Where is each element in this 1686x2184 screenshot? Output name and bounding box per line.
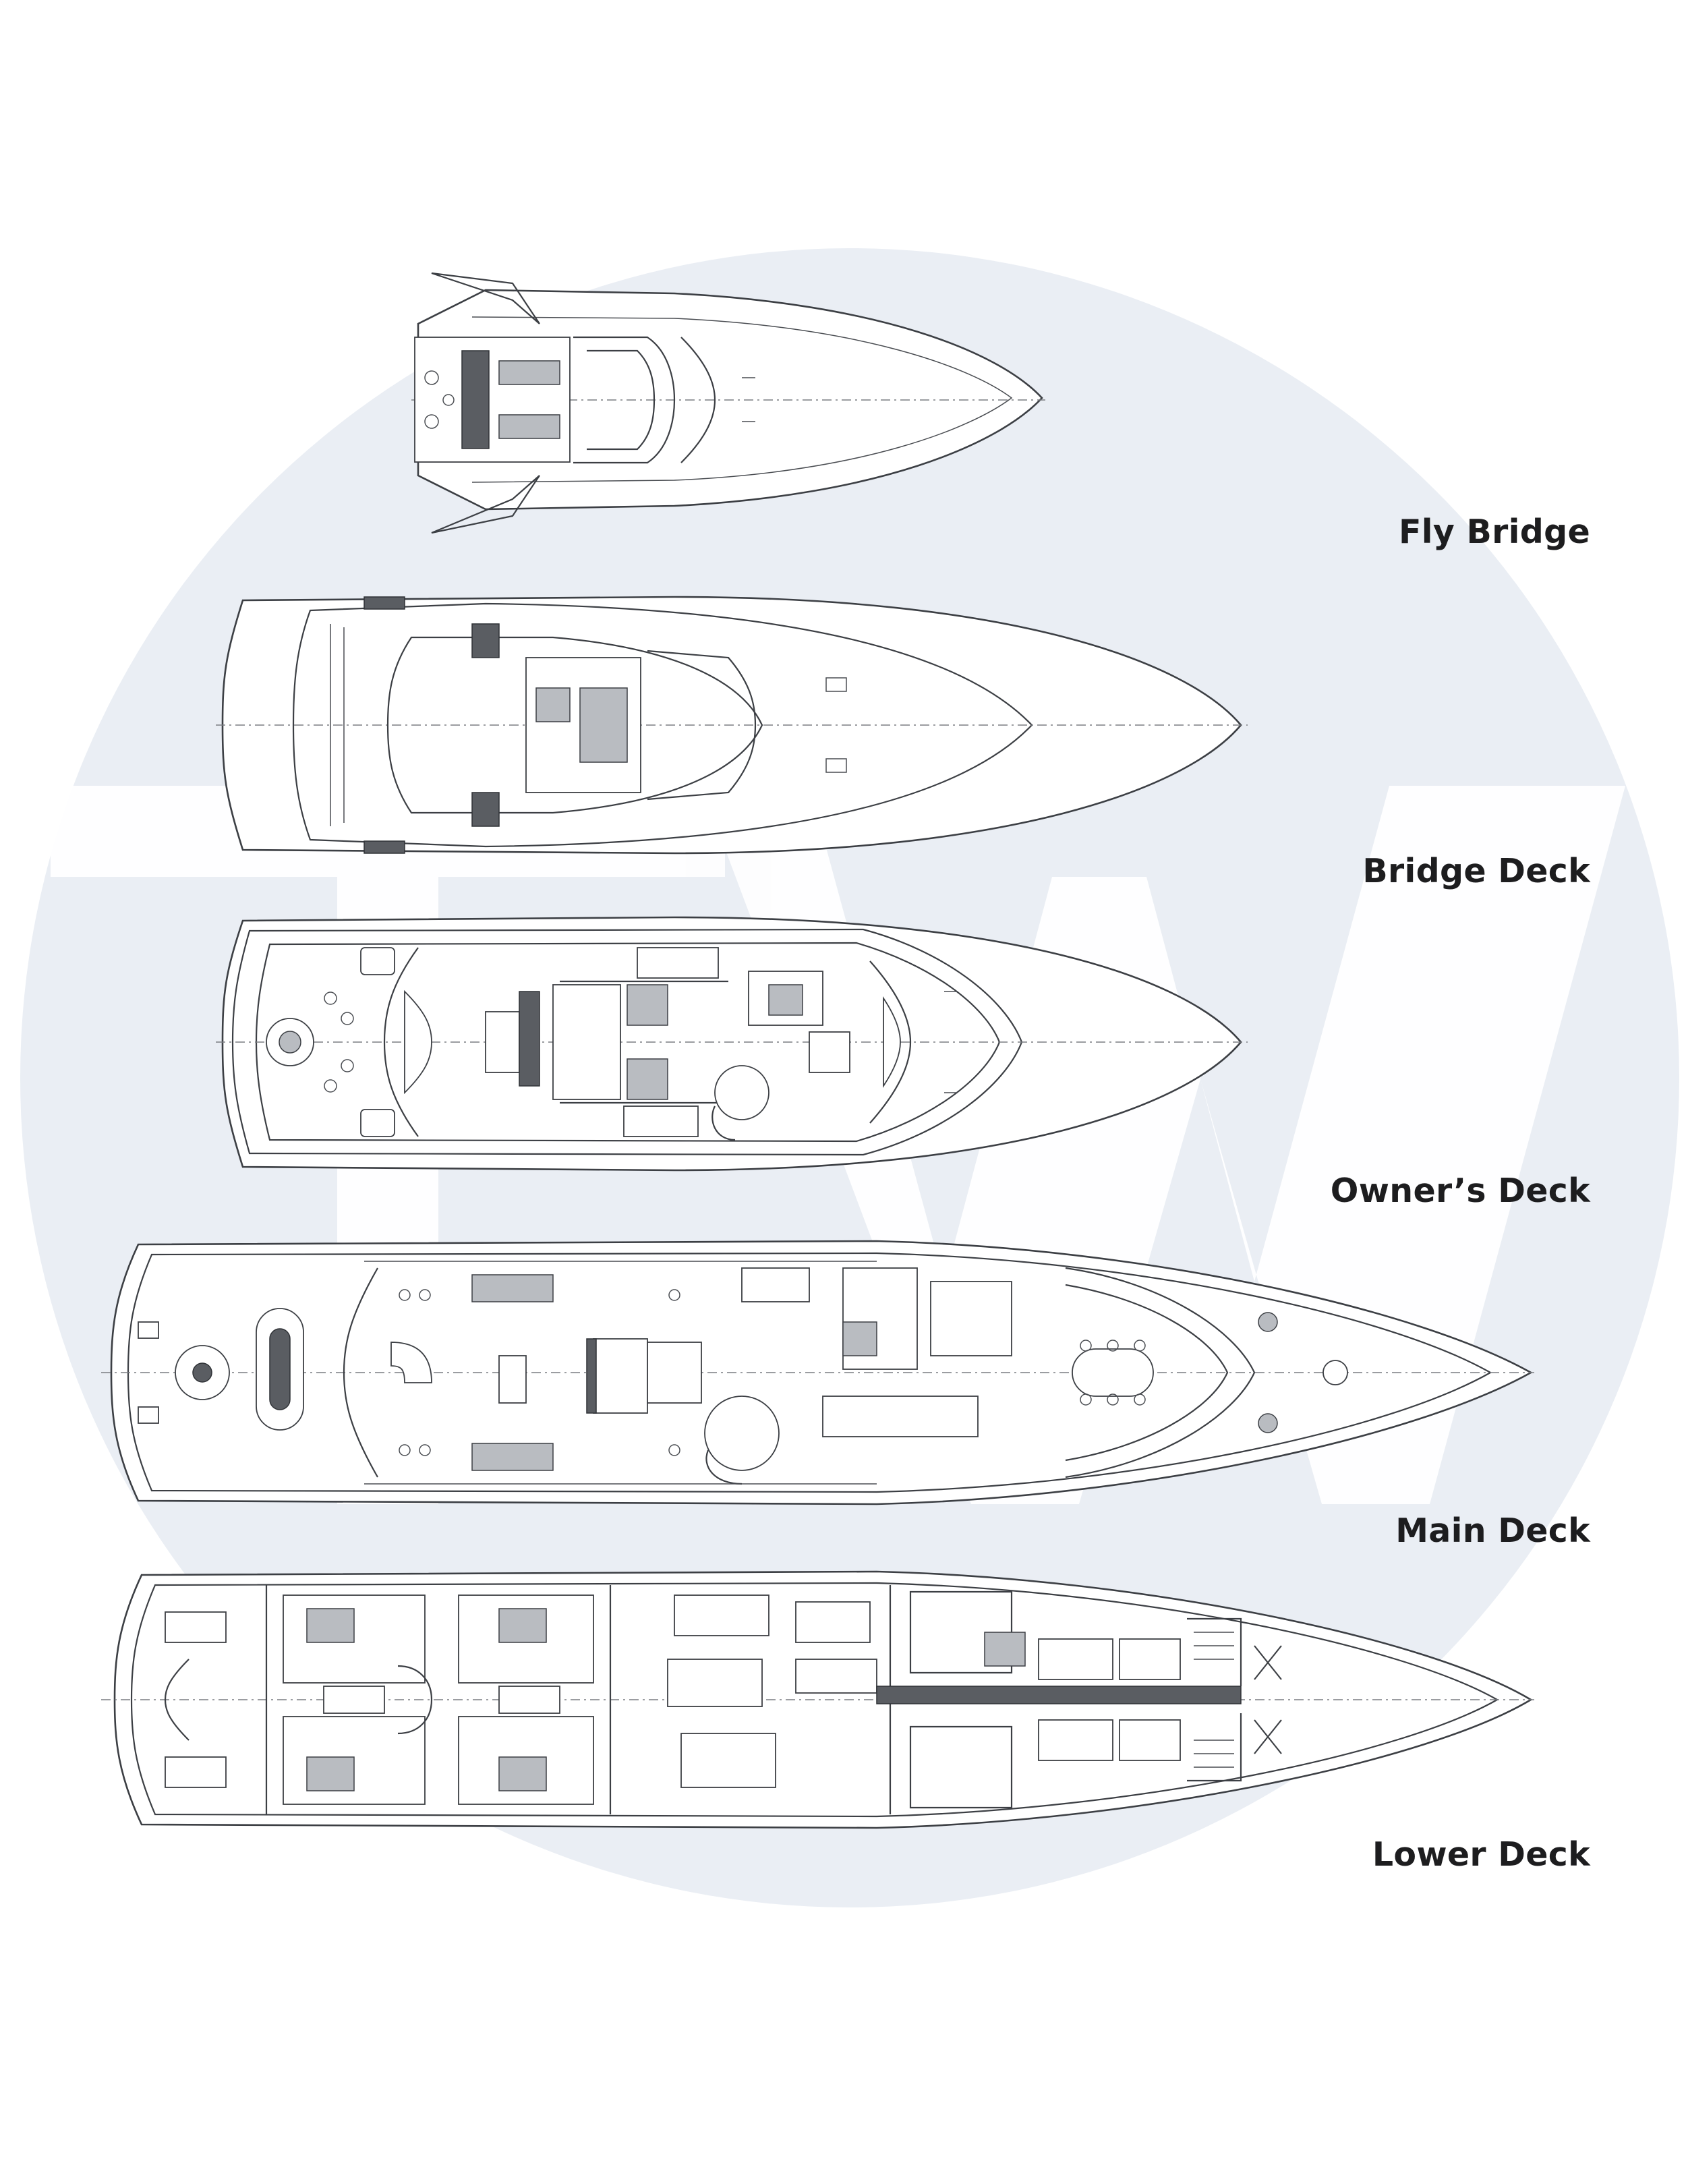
- deck-label-lower-deck: Lower Deck: [1372, 1835, 1590, 1874]
- bridge-deck-plan: [216, 596, 1248, 855]
- owners-deck-plan: [216, 916, 1248, 1172]
- fly-bridge-plan: [411, 272, 1045, 534]
- main-deck-plan: [101, 1240, 1534, 1505]
- deck-label-owners-deck: Owner’s Deck: [1330, 1172, 1590, 1210]
- deck-label-main-deck: Main Deck: [1395, 1512, 1590, 1550]
- lower-deck-plan: [101, 1570, 1534, 1829]
- deck-label-bridge-deck: Bridge Deck: [1362, 852, 1590, 890]
- deck-label-fly-bridge: Fly Bridge: [1399, 513, 1590, 551]
